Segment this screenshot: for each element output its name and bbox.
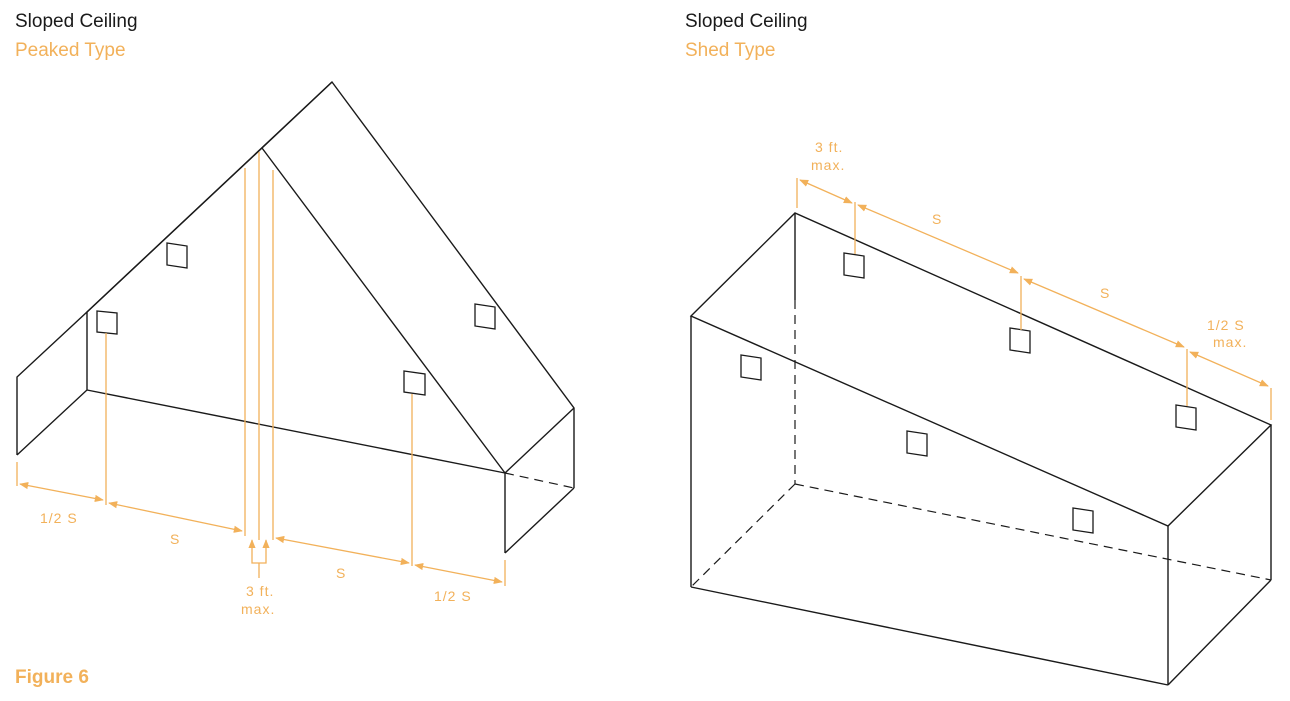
peaked-end-wall-left (16, 310, 88, 456)
peaked-building (16, 80, 575, 554)
peaked-floor-line (86, 389, 506, 474)
dim-label-s-left: S (170, 531, 180, 547)
peaked-sprinklers (96, 242, 496, 396)
dim-label-half-s: 1/2 S (1207, 317, 1245, 333)
peaked-ridge (261, 81, 333, 149)
shed-building (689, 212, 1273, 686)
peaked-far-roof (86, 80, 575, 488)
sprinkler-head-icon (96, 310, 118, 335)
shed-subtitle: Shed Type (685, 40, 776, 61)
sprinkler-head-icon (906, 430, 928, 457)
shed-title: Sloped Ceiling (685, 11, 808, 32)
shed-dimension-labels: 3 ft. max. S S 1/2 S max. (811, 139, 1247, 350)
peaked-dimension-labels: 1/2 S S 3 ft. max. S 1/2 S (40, 510, 472, 617)
sprinkler-head-icon (166, 242, 188, 269)
dim-label-half-s-right: 1/2 S (434, 588, 472, 604)
dim-label-max: max. (811, 157, 845, 173)
peaked-dimension-guides (16, 152, 506, 586)
dim-label-max: max. (241, 601, 275, 617)
sprinkler-head-icon (843, 252, 865, 279)
sprinkler-head-icon (403, 370, 426, 396)
dim-label-3ft: 3 ft. (246, 583, 274, 599)
shed-dimension-arrows (799, 179, 1269, 387)
shed-roof (689, 212, 1273, 527)
peaked-subtitle: Peaked Type (15, 40, 126, 61)
figure-caption: Figure 6 (15, 667, 89, 688)
dim-label-s-second: S (1100, 285, 1110, 301)
shed-dimension-guides (796, 178, 1272, 420)
sprinkler-head-icon (1072, 507, 1094, 534)
peaked-dimension-arrows (19, 481, 503, 585)
peaked-title: Sloped Ceiling (15, 11, 138, 32)
dim-label-half-s-max: max. (1213, 334, 1247, 350)
sprinkler-head-icon (1009, 327, 1031, 354)
sprinkler-head-icon (1175, 404, 1197, 431)
shed-sprinklers (740, 252, 1197, 534)
dim-label-s-right: S (336, 565, 346, 581)
sprinkler-head-icon (474, 303, 496, 330)
dim-label-s-first: S (932, 211, 942, 227)
peaked-front-roof (86, 146, 506, 474)
dim-label-half-s-left: 1/2 S (40, 510, 78, 526)
dim-label-3ft: 3 ft. (815, 139, 843, 155)
sprinkler-head-icon (740, 354, 762, 381)
